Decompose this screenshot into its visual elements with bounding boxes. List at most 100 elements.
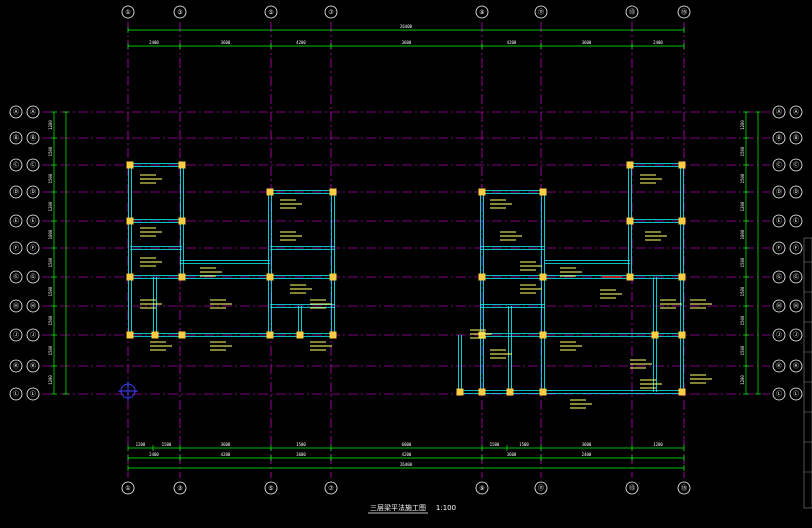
axis-bubble-left-label: Ⓔ (13, 217, 19, 225)
axis-bubble-right-label: Ⓔ (776, 217, 782, 225)
column (178, 331, 186, 339)
drawing-scale: 1:100 (436, 504, 456, 512)
axis-bubble-left-secondary-label: Ⓕ (30, 244, 36, 252)
axis-bubble-right (772, 270, 786, 284)
column (539, 188, 547, 196)
dimension-left-spans-text: 1800 (48, 229, 53, 239)
axis-bubble-right-label: Ⓕ (776, 244, 782, 252)
dimension-bottom-detail-text: 6000 (402, 442, 412, 447)
axis-bubble-left-secondary (26, 105, 40, 119)
dimension-top-spans-text: 2400 (149, 40, 159, 45)
column (178, 273, 186, 281)
dimension-left-spans-text: 1500 (48, 345, 53, 355)
dimension-bottom-detail-text: 1500 (490, 442, 500, 447)
axis-bubble-bottom (534, 481, 548, 495)
axis-bubble-top-label: ① (125, 9, 130, 16)
dimension-top-spans-text: 3600 (582, 40, 592, 45)
axis-grid-lines (42, 22, 770, 478)
axis-bubble-bottom (677, 481, 691, 495)
axis-bubble-right-secondary-label: Ⓐ (793, 108, 799, 116)
axis-bubble-top-label: ⑬ (629, 8, 635, 16)
axis-bubble-left-secondary-label: Ⓗ (30, 302, 36, 310)
axis-bubble-left (9, 270, 23, 284)
axis-bubble-left-secondary-label: Ⓛ (30, 390, 36, 398)
column (329, 331, 337, 339)
axis-bubble-left-secondary-label: Ⓐ (30, 108, 36, 116)
axis-bubble-left-label: Ⓑ (13, 134, 19, 142)
axis-bubble-left-label: Ⓖ (13, 273, 19, 281)
axis-bubble-left (9, 158, 23, 172)
dimension-right-spans-text: 1500 (740, 257, 745, 267)
dimension-bottom-spans-text: 3600 (507, 452, 517, 457)
column (678, 273, 686, 281)
dimension-bottom-detail-text: 1200 (653, 442, 663, 447)
axis-bubble-bottom-label: ① (125, 485, 130, 492)
axis-bubble-left-secondary (26, 131, 40, 145)
drawing-title: 三层梁平法施工图 (370, 503, 426, 512)
dimension-top-spans-text: 4200 (507, 40, 517, 45)
column (506, 388, 514, 396)
column (478, 331, 486, 339)
axis-bubble-right (772, 359, 786, 373)
dimension-bottom-spans-text: 2400 (582, 452, 592, 457)
axis-bubble-left-secondary (26, 241, 40, 255)
axis-bubble-left-secondary-label: Ⓑ (30, 134, 36, 142)
dimension-left-spans-text: 1500 (48, 173, 53, 183)
column (678, 161, 686, 169)
axis-bubble-top (534, 5, 548, 19)
dimension-bottom-detail-text: 1200 (136, 442, 146, 447)
column (296, 331, 304, 339)
axis-bubble-left-label: Ⓚ (13, 362, 19, 370)
dimension-top-spans-text: 4200 (296, 40, 306, 45)
axis-bubble-left-secondary-label: Ⓓ (30, 188, 36, 196)
dimension-right-spans-text: 1200 (740, 201, 745, 211)
column (151, 331, 159, 339)
column (678, 388, 686, 396)
axis-bubble-right-label: Ⓑ (776, 134, 782, 142)
column (539, 388, 547, 396)
axis-bubble-right-secondary-label: Ⓓ (793, 188, 799, 196)
dimension-bottom-detail-text: 1500 (519, 442, 529, 447)
axis-bubble-top-label: ⑮ (681, 8, 687, 16)
axis-bubble-left-secondary (26, 359, 40, 373)
beam-annotations (140, 174, 712, 409)
axis-bubble-left-label: Ⓗ (13, 302, 19, 310)
axis-bubble-right (772, 158, 786, 172)
axis-bubble-left-secondary-label: Ⓚ (30, 362, 36, 370)
axis-bubble-right-secondary-label: Ⓚ (793, 362, 799, 370)
axis-bubble-bottom-label: ⑦ (328, 485, 334, 492)
dimension-left-spans-text: 1200 (48, 375, 53, 385)
axis-bubble-right-label: Ⓗ (776, 302, 782, 310)
dimension-left-spans-text: 1500 (48, 257, 53, 267)
column (126, 331, 134, 339)
dimension-top-spans-text: 3600 (221, 40, 231, 45)
dimension-bottom-detail-text: 3600 (221, 442, 231, 447)
column (266, 273, 274, 281)
dimension-left-spans-text: 1500 (48, 146, 53, 156)
axis-bubble-left-label: Ⓐ (13, 108, 19, 116)
dimension-right-spans-text: 1800 (740, 229, 745, 239)
column (126, 273, 134, 281)
axis-bubble-left (9, 328, 23, 342)
column (178, 217, 186, 225)
axis-bubble-right (772, 328, 786, 342)
axis-bubble-right-secondary (789, 158, 803, 172)
axis-bubble-top (173, 5, 187, 19)
axis-bubble-left (9, 299, 23, 313)
dimension-top-spans-text: 3600 (402, 40, 412, 45)
axis-bubble-left (9, 105, 23, 119)
axis-bubble-top (324, 5, 338, 19)
axis-bubble-right-secondary (789, 105, 803, 119)
dimension-right-spans-text: 1500 (740, 315, 745, 325)
axis-bubble-right-secondary-label: Ⓖ (793, 273, 799, 281)
axis-bubble-left-label: Ⓛ (13, 390, 19, 398)
right-edge-panel[interactable] (803, 237, 812, 509)
column (626, 273, 634, 281)
beam-layout (126, 161, 686, 396)
axis-bubble-right-secondary (789, 241, 803, 255)
axis-bubble-right (772, 387, 786, 401)
axis-bubble-left (9, 214, 23, 228)
column (126, 161, 134, 169)
axis-bubble-top (264, 5, 278, 19)
